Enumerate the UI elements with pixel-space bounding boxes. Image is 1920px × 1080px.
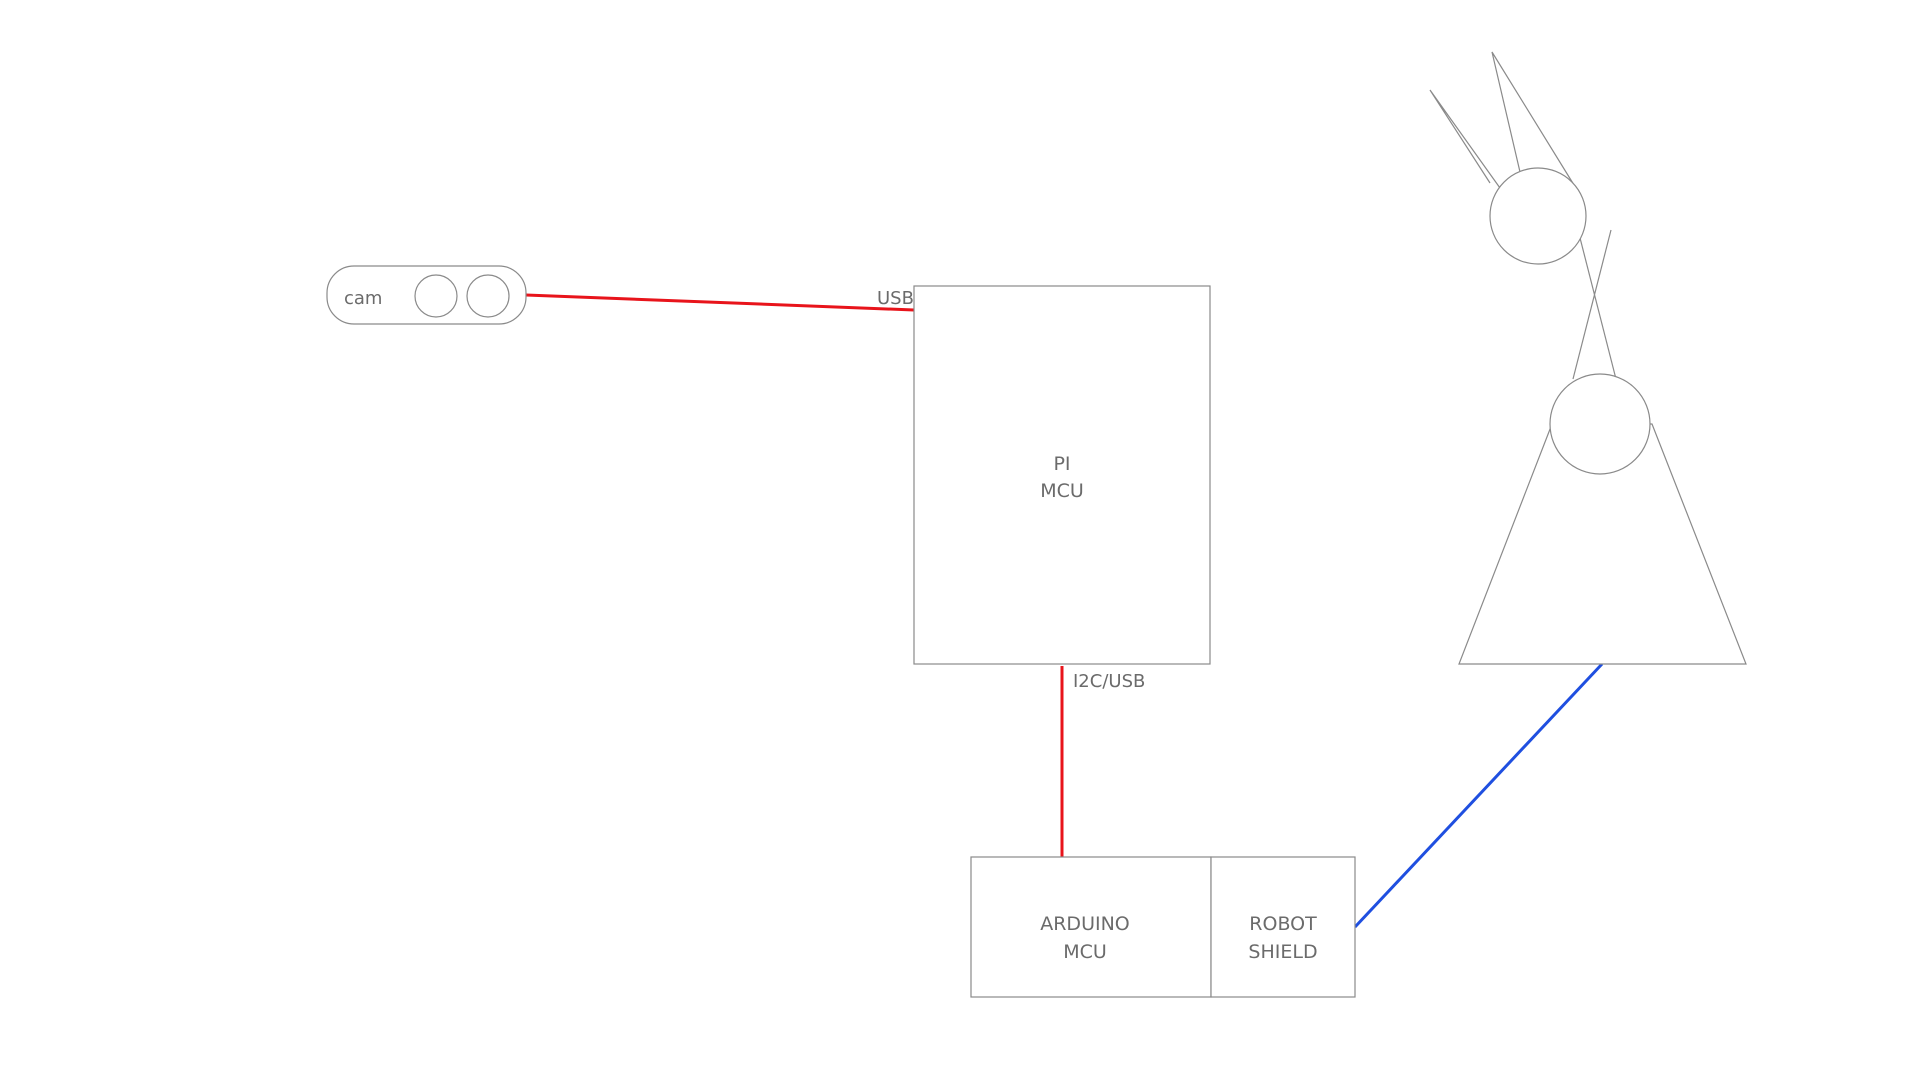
- i2c-usb-connection-label: I2C/USB: [1073, 671, 1145, 692]
- pi-mcu-label-line1: PI: [1053, 453, 1070, 475]
- robot-arm-segment-left: [1572, 229, 1612, 380]
- robot-arm-gripper-left: [1429, 89, 1506, 196]
- usb-connection-label: USB: [877, 288, 914, 309]
- arduino-mcu-label-line1: ARDUINO: [1040, 913, 1130, 935]
- arduino-mcu-box: [970, 856, 1212, 998]
- robot-shield-label-line2: SHIELD: [1248, 941, 1317, 963]
- camera-lens-right-icon: [466, 274, 510, 318]
- usb-connection-line: [525, 293, 915, 312]
- camera-lens-left-icon: [414, 274, 458, 318]
- robot-shield-box: [1210, 856, 1356, 998]
- pi-mcu-label-line2: MCU: [1040, 480, 1084, 502]
- arduino-mcu-block: ARDUINO MCU: [970, 856, 1212, 998]
- robot-shield-label-line1: ROBOT: [1249, 913, 1317, 935]
- robot-arm-shoulder-joint: [1549, 373, 1651, 475]
- robot-arm-wrist-joint: [1489, 167, 1587, 265]
- arduino-mcu-label-line2: MCU: [1063, 941, 1107, 963]
- camera-device: cam: [326, 265, 527, 325]
- camera-label: cam: [344, 288, 382, 309]
- pi-mcu-box: [913, 285, 1211, 665]
- robot-arm-segment-right: [1577, 229, 1617, 380]
- robot-shield-block: ROBOT SHIELD: [1210, 856, 1356, 998]
- shield-to-arm-connection-line: [1353, 662, 1604, 929]
- robot-arm-icon: [1429, 51, 1747, 665]
- pi-mcu-block: PI MCU: [913, 285, 1211, 665]
- robot-arm-gripper-right: [1491, 51, 1575, 186]
